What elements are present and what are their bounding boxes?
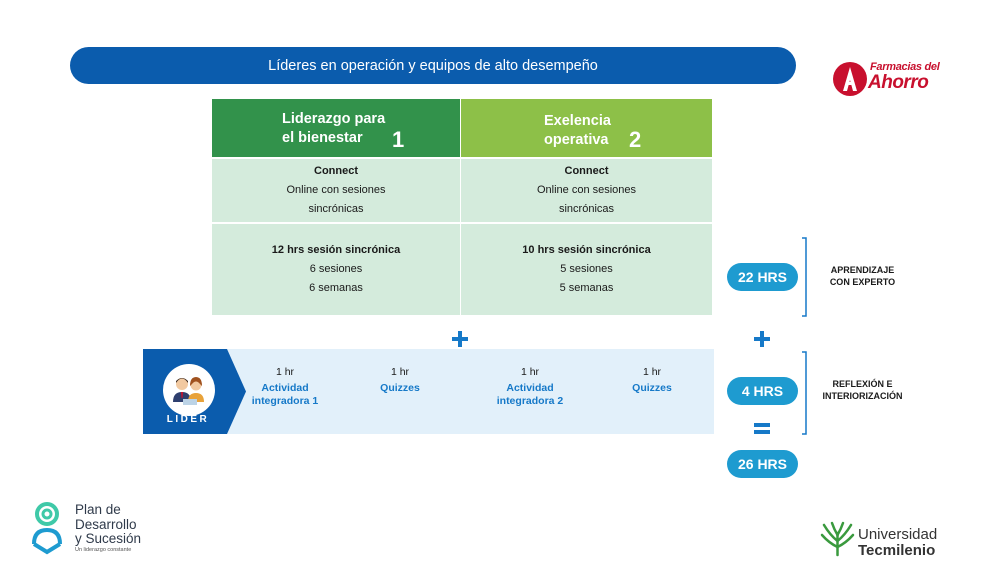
experto-hours: 22 HRS	[737, 269, 788, 285]
cell-line: Online con sesiones	[536, 184, 637, 196]
column-2-title-line2: operativa	[544, 132, 609, 148]
activity-name: Quizzes	[380, 382, 420, 394]
plan-desarrollo-line1: Plan de	[75, 502, 121, 517]
activity-hours: 1 hr	[642, 366, 662, 378]
farmacias-logo-line1: Farmacias del	[870, 61, 940, 73]
cell-line: Online con sesiones	[286, 184, 386, 196]
cell-line: 6 semanas	[309, 282, 363, 294]
cell-sessions-1: 12 hrs sesión sincrónica 6 sesiones 6 se…	[212, 224, 460, 315]
activity-hours: 1 hr	[275, 366, 295, 378]
cell-line: sincrónicas	[308, 203, 364, 215]
cell-line: 6 sesiones	[309, 263, 363, 275]
header-banner: Líderes en operación y equipos de alto d…	[70, 47, 796, 84]
activity-item: 1 hr Actividad integradora 1	[230, 366, 340, 408]
cell-connect-1: Connect Online con sesiones sincrónicas	[212, 159, 460, 222]
activity-name: integradora 1	[251, 395, 319, 407]
tecmilenio-line2: Tecmilenio	[858, 542, 936, 559]
plus-icon	[452, 331, 468, 347]
plan-desarrollo-line2: Desarrollo	[75, 516, 137, 532]
experto-label-line2: CON EXPERTO	[829, 277, 896, 287]
leaders-people-icon	[173, 377, 204, 405]
tecmilenio-line1: Universidad	[858, 526, 938, 543]
reflexion-label-line1: REFLEXIÓN E	[832, 379, 893, 389]
cell-sessions-2: 10 hrs sesión sincrónica 5 sesiones 5 se…	[461, 224, 712, 315]
activity-hours: 1 hr	[520, 366, 540, 378]
activity-name: Quizzes	[632, 382, 672, 394]
activity-item: 1 hr Actividad integradora 2	[475, 366, 585, 408]
plan-desarrollo-line3: y Sucesión	[75, 531, 142, 546]
column-1-title-line1: Liderazgo para	[282, 111, 386, 127]
plan-desarrollo-logo-icon	[32, 502, 62, 555]
total-hours-badge: 26 HRS	[727, 450, 798, 478]
activity-item: 1 hr Quizzes	[597, 366, 707, 395]
cell-bold: 10 hrs sesión sincrónica	[522, 244, 651, 256]
reflexion-label-line2: INTERIORIZACIÓN	[822, 391, 903, 401]
experto-label-line1: APRENDIZAJE	[830, 265, 895, 275]
plan-desarrollo-logo-text: Plan de Desarrollo y Sucesión	[75, 502, 142, 547]
cell-line: sincrónicas	[558, 203, 615, 215]
lider-avatar	[163, 364, 215, 416]
experto-label: APRENDIZAJE CON EXPERTO	[815, 264, 910, 288]
experto-hours-badge: 22 HRS	[727, 263, 798, 291]
activity-name: Actividad	[506, 382, 554, 394]
cell-bold: Connect	[314, 165, 358, 177]
plus-icon	[754, 331, 770, 347]
reflexion-hours-badge: 4 HRS	[727, 377, 798, 405]
activity-hours: 1 hr	[390, 366, 410, 378]
lider-label: LIDER	[166, 414, 210, 425]
column-1-number: 1	[392, 127, 405, 152]
column-2-number: 2	[629, 127, 642, 152]
activity-name: Actividad	[261, 382, 309, 394]
cell-connect-2: Connect Online con sesiones sincrónicas	[461, 159, 712, 222]
cell-bold: 12 hrs sesión sincrónica	[271, 244, 401, 256]
column-2-title-line1: Exelencia	[544, 113, 611, 129]
reflexion-hours: 4 HRS	[741, 383, 784, 399]
farmacias-logo: Farmacias del Ahorro	[833, 58, 943, 104]
activity-item: 1 hr Quizzes	[345, 366, 455, 395]
bracket-icon	[802, 351, 807, 435]
plan-desarrollo-tagline: Un liderazgo constante	[75, 547, 132, 553]
activity-name: integradora 2	[496, 395, 564, 407]
cell-line: 5 sesiones	[560, 263, 613, 275]
tecmilenio-logo-icon	[820, 521, 855, 557]
cell-bold: Connect	[564, 165, 609, 177]
column-header-1: Liderazgo para el bienestar 1	[212, 99, 460, 157]
farmacias-a-icon	[833, 62, 867, 96]
equals-icon	[754, 423, 770, 434]
total-hours: 26 HRS	[737, 456, 788, 472]
reflexion-label: REFLEXIÓN E INTERIORIZACIÓN	[815, 378, 910, 402]
header-title: Líderes en operación y equipos de alto d…	[268, 57, 598, 74]
farmacias-logo-line2: Ahorro	[868, 72, 929, 93]
column-header-2: Exelencia operativa 2	[461, 99, 712, 157]
bracket-icon	[802, 237, 807, 317]
cell-line: 5 semanas	[559, 282, 614, 294]
column-1-title-line2: el bienestar	[282, 130, 363, 146]
